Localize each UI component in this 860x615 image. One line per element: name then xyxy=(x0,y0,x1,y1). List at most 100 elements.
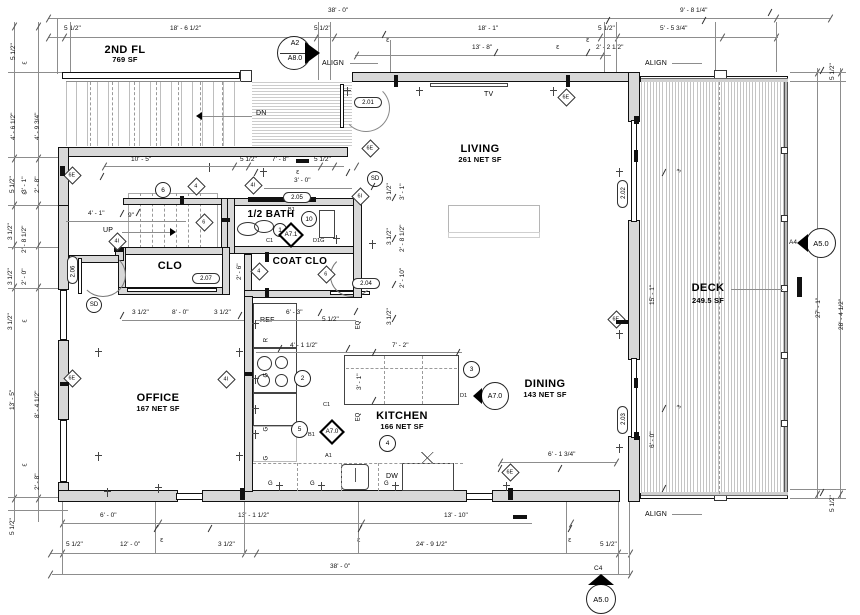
keynote-4-sink[interactable]: 4 xyxy=(379,435,396,452)
door-tag-204[interactable]: 2.04 xyxy=(352,278,380,289)
keynote-4i-diamond[interactable]: 4I xyxy=(244,176,263,195)
interior-dim-13: 7' - 2" xyxy=(392,342,409,349)
vert-dim-4: 2' - 10" xyxy=(399,267,406,288)
elev-tag-d1g-bath: D1G xyxy=(313,238,325,244)
ext-line xyxy=(776,22,777,72)
keynote-6-clo[interactable]: 6 xyxy=(155,182,171,198)
interior-dim-4: 3' - 0" xyxy=(294,177,311,184)
counter-dashed-v xyxy=(378,463,379,491)
centerline-symbol: ℇ xyxy=(160,538,164,544)
door-tag-202[interactable]: 2.02 xyxy=(617,180,628,208)
mullion xyxy=(634,150,638,162)
keynote-6e-diamond-living[interactable]: 6E xyxy=(557,88,576,107)
keynote-6e-diamond-left1[interactable]: 6E xyxy=(63,166,82,185)
interior-dim-8: 8' - 0" xyxy=(172,309,189,316)
room-label-kitchen: KITCHEN xyxy=(376,410,428,422)
keynote-6i-diamond[interactable]: 6I xyxy=(351,187,370,206)
section-marker-a4[interactable]: A5.0 xyxy=(806,228,836,258)
ext-line xyxy=(8,497,68,498)
outlet-symbol xyxy=(95,348,102,357)
dim-marker-block xyxy=(296,159,309,163)
cabinet-tag-g5: G xyxy=(310,481,315,487)
dim-left-9: 2' - 0" xyxy=(21,268,28,285)
keynote-5-kitchen[interactable]: 5 xyxy=(291,421,308,438)
wall-clo-right xyxy=(222,247,230,295)
dim-top-r2-1: 18' - 6 1/2" xyxy=(170,25,202,32)
outlet-symbol xyxy=(616,168,623,177)
ext-line xyxy=(629,498,630,574)
centerline-symbol: ℇ xyxy=(22,319,29,323)
wall-bath-bottom xyxy=(227,246,361,254)
dim-right-2: 28' - 4 1/2" xyxy=(838,298,845,330)
cabinet-tag-g6: G xyxy=(384,481,389,487)
door-tag-205[interactable]: 2.05 xyxy=(283,192,311,203)
leader-tick xyxy=(237,311,243,320)
align-leader xyxy=(672,63,702,64)
door-header-coat xyxy=(265,252,269,262)
outlet-symbol xyxy=(252,405,259,414)
room-label-half-bath: 1/2 BATH xyxy=(247,209,295,220)
stair-up-arrow-line xyxy=(122,232,172,233)
ext-line xyxy=(790,489,846,490)
elev-tag-b1-bath: B1 xyxy=(288,207,295,213)
vert-dim-6: 2' - 6" xyxy=(236,263,243,280)
door-panel-201 xyxy=(340,84,344,128)
outlet-symbol xyxy=(503,482,510,491)
exterior-wall-left-pier1 xyxy=(58,205,69,290)
section-marker-divider xyxy=(280,53,310,54)
wall-end-cap-6 xyxy=(616,320,628,324)
interior-elev-marker-a70-dining[interactable]: A7.0 xyxy=(481,382,509,410)
dim-bottom-r1-2: 13' - 10" xyxy=(444,512,468,519)
keynote-6e-diamond-dining[interactable]: 6E xyxy=(501,463,520,482)
keynote-4i-diamond-office[interactable]: 4I xyxy=(217,370,236,389)
dim-line-bottom-row1 xyxy=(62,523,532,524)
outlet-symbol xyxy=(104,488,111,497)
dim-line-top-overall xyxy=(48,18,830,19)
ext-line xyxy=(604,22,605,72)
door-tag-203[interactable]: 2.03 xyxy=(617,406,628,434)
door-tag-207[interactable]: 2.07 xyxy=(192,273,220,284)
door-tag-206[interactable]: 2.06 xyxy=(67,256,78,284)
keynote-10-bath[interactable]: 10 xyxy=(301,211,317,227)
interior-dim-line-4 xyxy=(122,320,244,321)
dim-top-overall: 38' - 0" xyxy=(328,7,349,14)
burner-icon xyxy=(275,374,288,387)
outlet-symbol xyxy=(392,482,399,491)
section-marker-a4-id: A4 xyxy=(789,239,797,246)
interior-dim-line-7 xyxy=(500,462,616,463)
keynote-sd-hall[interactable]: SD xyxy=(367,171,383,187)
door-swing-201 xyxy=(342,84,390,132)
keynote-6e-diamond-top[interactable]: 6E xyxy=(361,139,380,158)
pantry-icon xyxy=(402,463,454,491)
leader-tick xyxy=(99,172,105,181)
outlet-symbol xyxy=(236,348,243,357)
interior-dim-3: 5 1/2" xyxy=(314,156,331,163)
interior-dim-10: 6' - 3" xyxy=(286,309,303,316)
ext-line xyxy=(566,500,567,554)
ext-line xyxy=(790,81,846,82)
stair-direction-arrow-line xyxy=(198,116,252,117)
dim-line-top-row2 xyxy=(48,37,778,38)
interior-dim-line-2 xyxy=(264,188,352,189)
keynote-3-island[interactable]: 3 xyxy=(463,361,480,378)
ext-line xyxy=(790,72,846,73)
interior-dim-9: 3 1/2" xyxy=(214,309,231,316)
room-label-dining: DINING xyxy=(524,378,566,390)
interior-elev-marker-a70-kitchen[interactable]: A7.0 xyxy=(319,419,345,445)
dim-left-5: 2' - 8" xyxy=(34,176,41,193)
wall-hall-vert xyxy=(244,296,253,492)
dim-right-0: 5 1/2" xyxy=(829,63,836,80)
section-marker-a2[interactable]: A2 A8.0 xyxy=(277,36,311,70)
room-area-dining: 143 NET SF xyxy=(523,390,567,399)
stair-line xyxy=(222,82,223,146)
keynote-2-kitchen[interactable]: 2 xyxy=(294,370,311,387)
dim-tick xyxy=(827,14,834,23)
sofa-icon xyxy=(448,205,540,237)
dim-left-11: 13' - 5" xyxy=(9,389,16,410)
burner-icon xyxy=(257,374,270,387)
outlet-symbol xyxy=(252,375,259,384)
keynote-sd-office[interactable]: SD xyxy=(86,297,102,313)
ext-line xyxy=(616,22,617,72)
section-marker-c4[interactable]: A5.0 xyxy=(586,584,616,614)
stair-direction-up-label: UP xyxy=(103,227,114,234)
